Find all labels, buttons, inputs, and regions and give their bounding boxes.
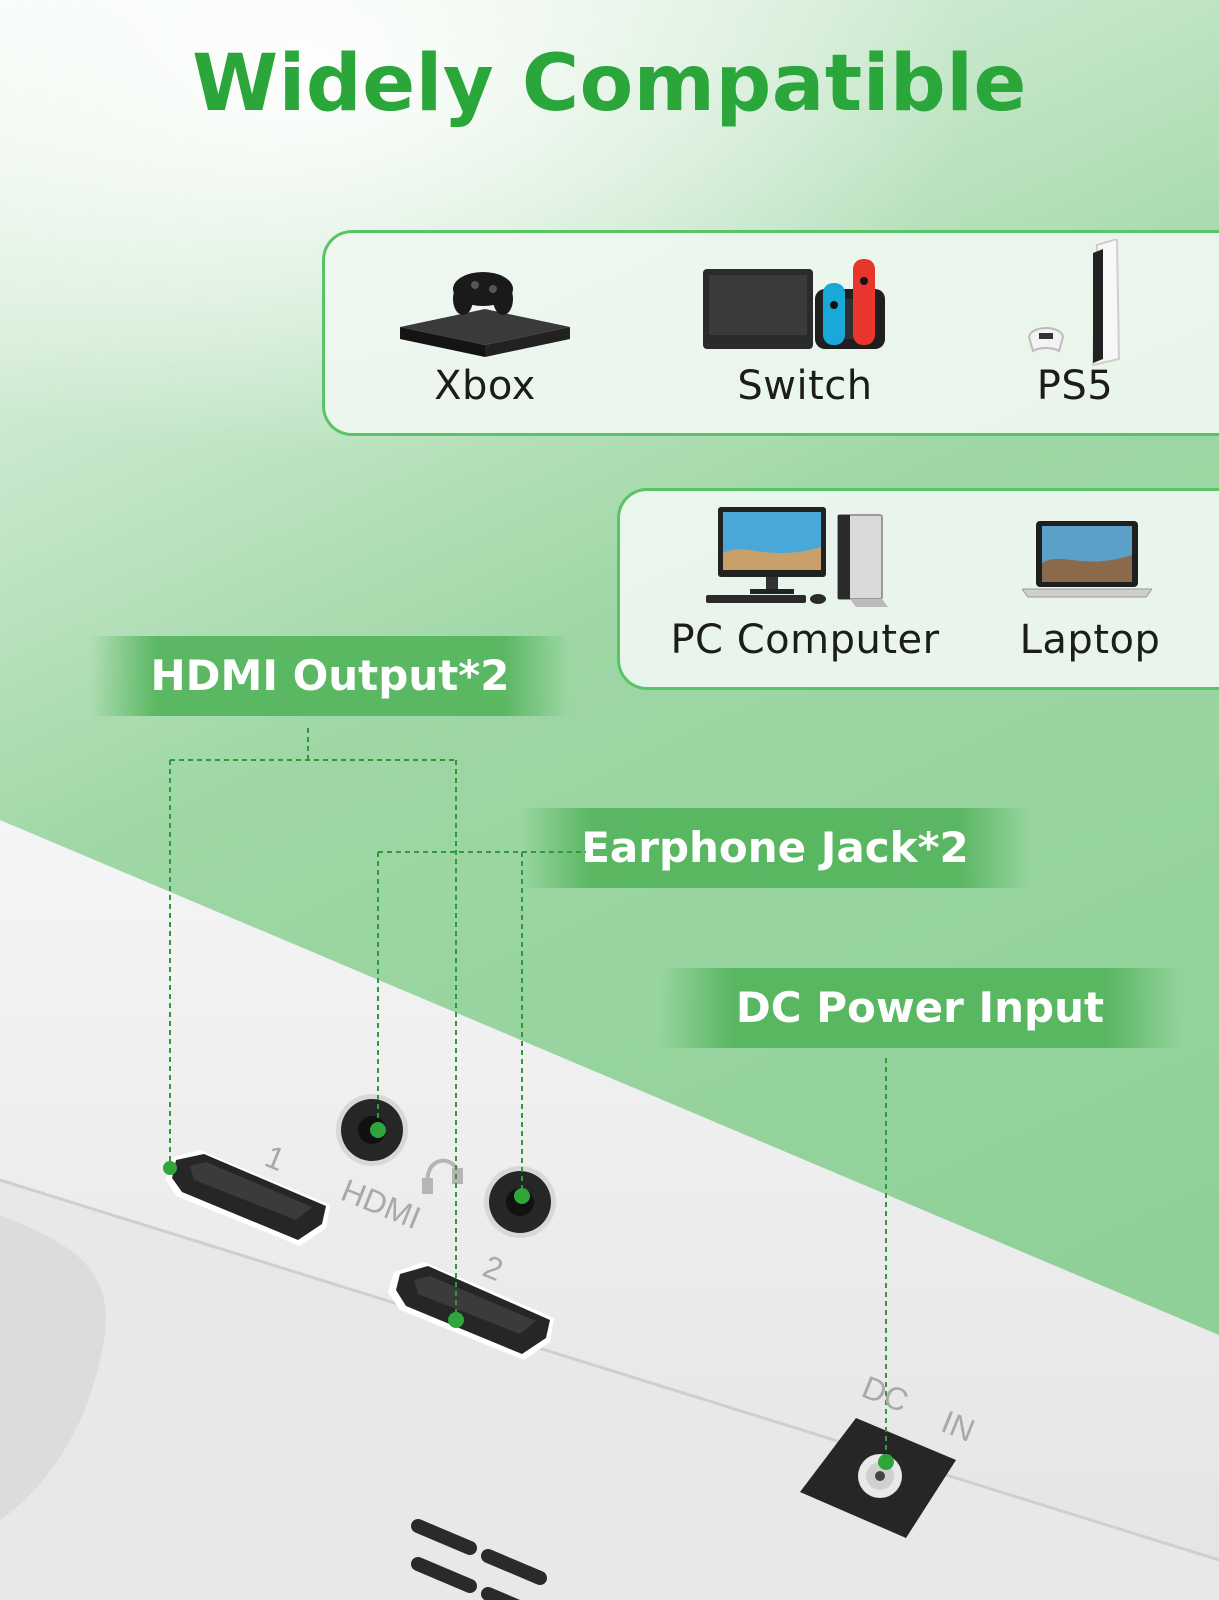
dc-power-jack [800,1418,956,1538]
device-switch: Switch [695,233,915,433]
xbox-console-icon [400,272,570,357]
console-device-card: Xbox Switch PS5 [322,230,1219,436]
hdmi-port-1 [166,1150,330,1246]
device-label-switch: Switch [737,363,873,409]
pc-computer-icon [706,507,888,607]
nintendo-switch-icon [703,259,885,349]
device-xbox: Xbox [385,233,585,433]
earphone-jack-callout: Earphone Jack*2 [520,808,1030,888]
device-label-ps5: PS5 [1036,363,1114,409]
device-ps5: PS5 [995,233,1155,433]
page-title: Widely Compatible [192,39,1027,129]
hdmi-output-callout: HDMI Output*2 [90,636,570,716]
computer-device-card: PC Computer Laptop [617,488,1219,690]
ps5-console-icon [1027,239,1121,367]
dc-power-input-callout: DC Power Input [660,968,1180,1048]
device-label-xbox: Xbox [434,363,536,409]
laptop-icon [1022,521,1152,598]
hdmi-port-2 [388,1262,554,1360]
device-label-pc-computer: PC Computer [670,617,940,663]
device-label-laptop: Laptop [1019,617,1161,663]
device-laptop: Laptop [1000,491,1180,691]
device-pc-computer: PC Computer [670,491,940,691]
